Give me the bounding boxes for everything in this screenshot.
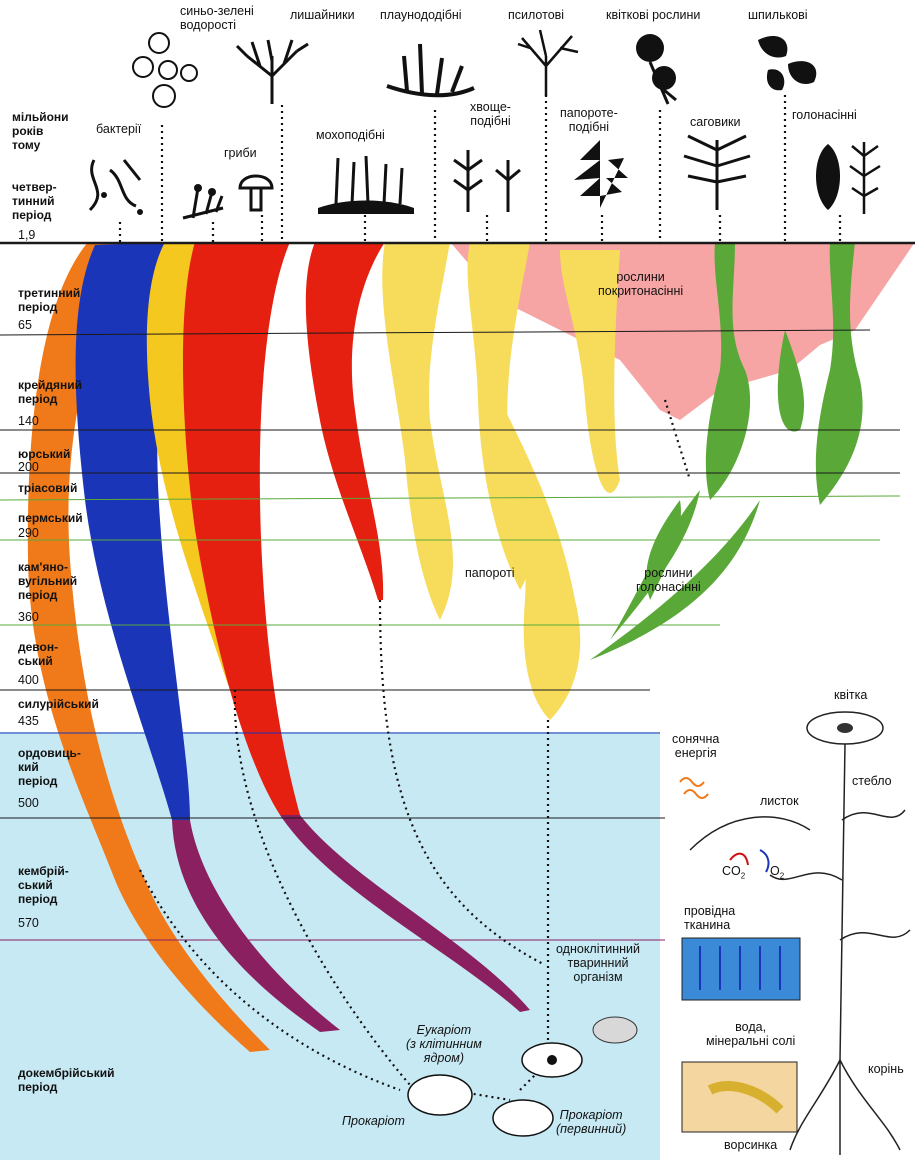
label-animal: одноклітинний тваринний організм bbox=[556, 942, 640, 984]
mya-cambrian: 570 bbox=[18, 916, 39, 930]
period-cambrian: кембрій- ський період bbox=[18, 864, 69, 906]
mya-jurassic: 200 bbox=[18, 460, 39, 474]
timescale-header: мільйони років тому bbox=[12, 110, 69, 152]
ferns-lobe-1 bbox=[382, 242, 453, 620]
mosses-branch bbox=[306, 242, 385, 600]
label-root-hair: ворсинка bbox=[724, 1138, 777, 1152]
lichen-icon bbox=[232, 36, 312, 106]
prokaryote-cell bbox=[408, 1075, 472, 1115]
period-quaternary: четвер- тинний період bbox=[12, 180, 57, 222]
label-psilotes: псилотові bbox=[508, 8, 564, 22]
label-lichens: лишайники bbox=[290, 8, 355, 22]
mya-permian: 290 bbox=[18, 526, 39, 540]
primary-prokaryote-cell bbox=[493, 1100, 553, 1136]
period-ordovician: ордовиць- кий період bbox=[18, 746, 81, 788]
period-precambrian: докембрійський період bbox=[18, 1066, 114, 1094]
label-prokaryote-primary: Прокаріот (первинний) bbox=[556, 1108, 626, 1136]
mya-ordovician: 500 bbox=[18, 796, 39, 810]
horsetail-icon bbox=[448, 130, 530, 215]
cycad-icon bbox=[678, 130, 756, 212]
mya-silurian: 435 bbox=[18, 714, 39, 728]
animal-cell bbox=[593, 1017, 637, 1043]
period-triassic: тріасовий bbox=[18, 481, 77, 495]
label-mosses: мохоподібні bbox=[316, 128, 385, 142]
label-water: вода, мінеральні солі bbox=[706, 1020, 795, 1048]
algae-icon bbox=[130, 30, 200, 110]
label-angiosperms: рослини покритонасінні bbox=[598, 270, 683, 298]
label-bacteria: бактерії bbox=[96, 122, 141, 136]
bacteria-icon bbox=[80, 150, 150, 225]
moss-icon bbox=[316, 148, 416, 218]
period-devonian: девон- ський bbox=[18, 640, 58, 668]
mushroom-icon bbox=[236, 166, 276, 216]
label-flower: квітка bbox=[834, 688, 867, 702]
label-leaf: листок bbox=[760, 794, 799, 808]
lycopod-icon bbox=[382, 36, 478, 106]
label-cycads: саговики bbox=[690, 115, 741, 129]
period-silurian: силурійський bbox=[18, 697, 99, 711]
label-conifers: шпилькові bbox=[748, 8, 808, 22]
mya-tertiary: 65 bbox=[18, 318, 32, 332]
label-stem: стебло bbox=[852, 774, 892, 788]
label-o2: O2 bbox=[770, 864, 784, 884]
label-flowering: квіткові рослини bbox=[606, 8, 700, 22]
period-carboniferous: кам'яно- вугільний період bbox=[18, 560, 77, 602]
flower-icon bbox=[620, 28, 700, 108]
fungi-icon bbox=[178, 178, 228, 223]
label-gymnosperm-group: голонасінні bbox=[792, 108, 857, 122]
mya-devonian: 400 bbox=[18, 673, 39, 687]
label-eukaryote: Еукаріот (з клітинним ядром) bbox=[406, 1023, 482, 1065]
label-lycopods: плаунододібні bbox=[380, 8, 462, 22]
label-blue-green-algae: синьо-зелені водорості bbox=[180, 4, 254, 32]
cone-icon bbox=[808, 136, 888, 216]
period-jurassic: юрський bbox=[18, 447, 70, 461]
period-cretaceous: крейдяний період bbox=[18, 378, 82, 406]
label-prokaryote: Прокаріот bbox=[342, 1114, 405, 1128]
label-root: корінь bbox=[868, 1062, 904, 1076]
label-ferns: папороті bbox=[465, 566, 515, 580]
mya-carboniferous: 360 bbox=[18, 610, 39, 624]
mya-cretaceous: 140 bbox=[18, 414, 39, 428]
mya-quaternary: 1,9 bbox=[18, 228, 35, 242]
label-fungi: гриби bbox=[224, 146, 257, 160]
label-conducting: провідна тканина bbox=[684, 904, 735, 932]
period-tertiary: третинний період bbox=[18, 286, 80, 314]
lichens-branch bbox=[183, 242, 300, 815]
label-gymnosperms: рослини голонасінні bbox=[636, 566, 701, 594]
fern-icon bbox=[560, 130, 640, 210]
conifer-icon bbox=[748, 30, 828, 100]
psilotum-icon bbox=[510, 26, 582, 98]
label-sun: сонячна енергія bbox=[672, 732, 719, 760]
label-co2: CO2 bbox=[722, 864, 745, 884]
period-permian: пермський bbox=[18, 511, 83, 525]
